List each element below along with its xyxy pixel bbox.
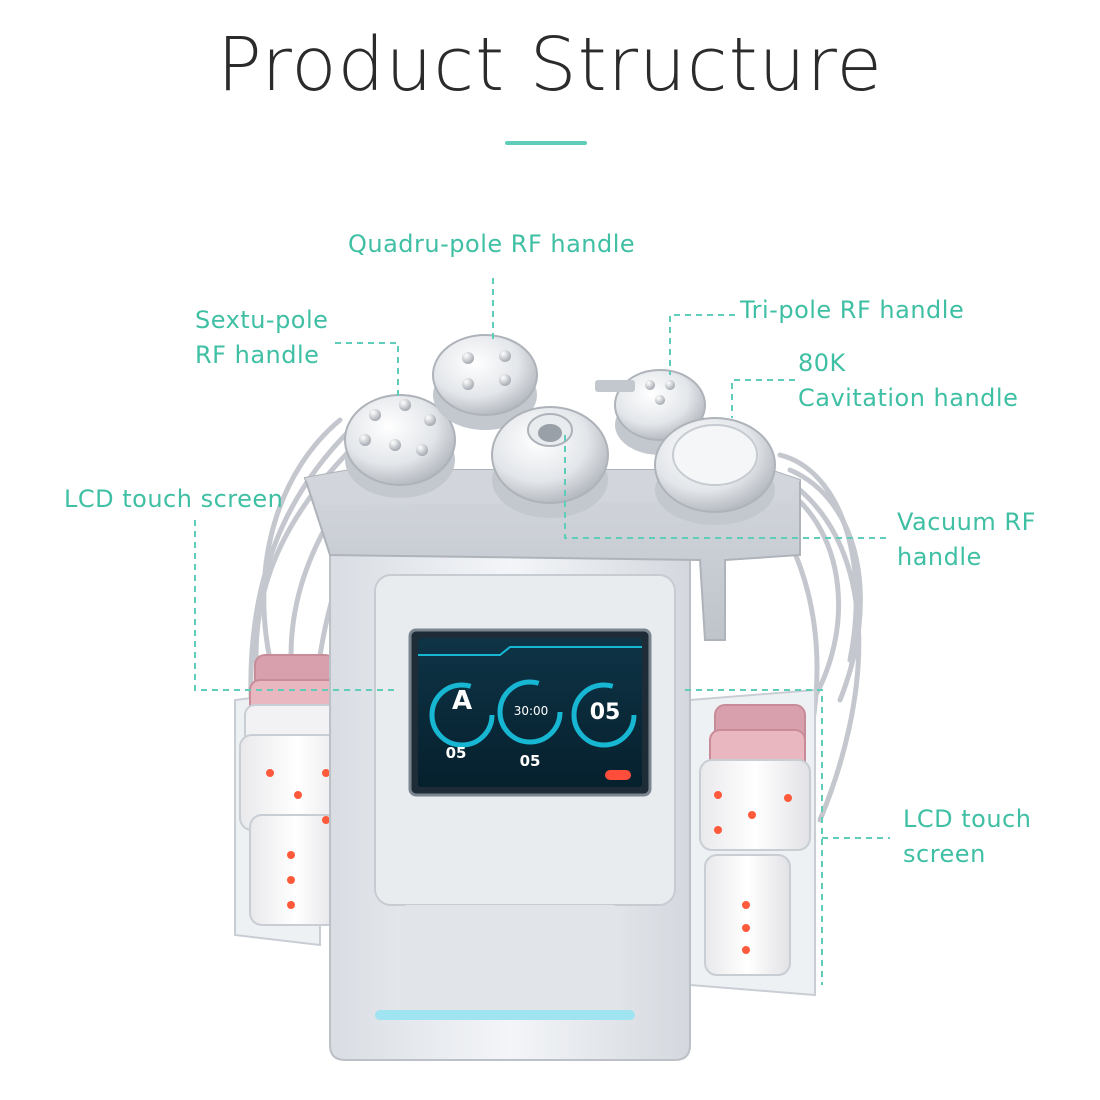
label-lcd-touch-screen-right: LCD touch screen	[903, 805, 1032, 868]
label-quadru-pole-rf-handle: Quadru-pole RF handle	[348, 230, 636, 258]
suction-value: 05	[445, 744, 467, 762]
leader-vacuum-rf	[564, 435, 890, 539]
leader-cavitation	[731, 379, 795, 418]
leader-sextu-pole	[335, 342, 399, 400]
leader-tri-pole	[669, 314, 735, 375]
speaker-grille	[400, 905, 620, 1015]
dial-mode-value: A	[451, 686, 473, 716]
lcd-touch-screen	[408, 628, 652, 797]
label-tri-pole-rf-handle: Tri-pole RF handle	[740, 296, 965, 324]
left-lipo-pads	[239, 654, 356, 926]
title-underline	[505, 141, 587, 145]
cavitation-handle	[654, 417, 776, 525]
dial-energy-value: 05	[589, 700, 621, 725]
leader-lcd-right	[685, 689, 823, 985]
dial-time-value: 30:00	[513, 704, 549, 718]
label-vacuum-rf-handle: Vacuum RF handle	[897, 508, 1036, 571]
label-lcd-touch-screen-left: LCD touch screen	[64, 485, 284, 513]
label-sextu-pole-rf-handle: Sextu-pole RF handle	[195, 306, 329, 369]
vacuum-rf-handle	[491, 406, 609, 518]
quadru-pole-handle	[432, 334, 538, 430]
sextu-pole-handle	[344, 394, 456, 498]
right-lipo-pads	[699, 704, 811, 976]
page-title: Product Structure	[217, 22, 883, 108]
leader-lcd-left	[194, 520, 395, 691]
label-80k-cavitation-handle: 80K Cavitation handle	[798, 349, 1019, 412]
release-value: 05	[519, 752, 541, 770]
